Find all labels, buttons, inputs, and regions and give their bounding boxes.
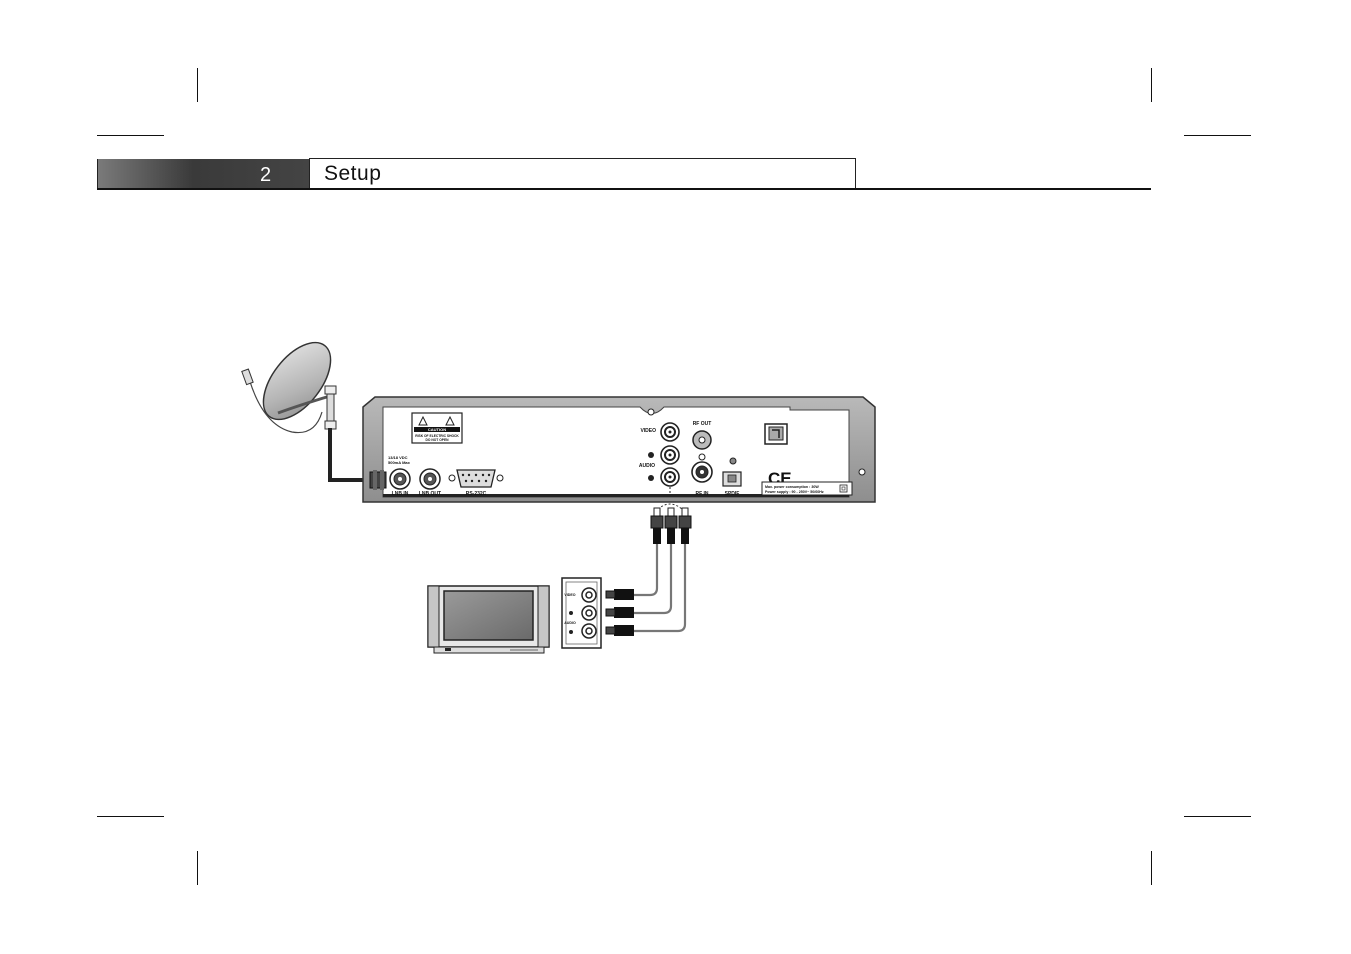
power-switch <box>764 423 788 445</box>
rf-out-label: RF OUT <box>693 421 712 427</box>
header-rule <box>97 188 1151 190</box>
power-spec-line-2: Power supply : 90 - 250V~ 50/60Hz <box>765 490 824 494</box>
tv-av-input-panel <box>561 577 602 649</box>
rf-in-port <box>691 461 713 483</box>
audio-left-rca-jack <box>660 445 680 465</box>
lnb-out-port <box>419 468 441 490</box>
crop-mark-bottom-left-vertical <box>197 851 198 885</box>
spdif-port <box>722 471 742 487</box>
rca-cable-bundle <box>632 542 687 633</box>
rf-in-label: RF IN <box>695 491 708 497</box>
audio-right-rca-jack <box>660 467 680 487</box>
crop-mark-top-left-horizontal <box>97 135 164 136</box>
caution-title: CAUTION <box>428 427 446 432</box>
rf-marker <box>698 453 706 461</box>
crop-mark-top-right-horizontal <box>1184 135 1251 136</box>
chapter-title: Setup <box>324 162 382 185</box>
plug-guide-arc <box>654 503 686 513</box>
caution-text-line-1: RISK OF ELECTRIC SHOCK <box>415 434 459 438</box>
rs232c-port <box>448 469 504 488</box>
spdif-led <box>729 457 737 465</box>
rca-plug-audio-right-tv <box>605 625 634 636</box>
crop-mark-bottom-left-horizontal <box>97 816 164 817</box>
satellite-dish <box>241 341 337 434</box>
caution-label: CAUTION RISK OF ELECTRIC SHOCK DO NOT OP… <box>411 412 463 444</box>
chapter-number: 2 <box>260 164 272 186</box>
f-connector-plug <box>369 470 387 490</box>
audio-label: AUDIO <box>639 463 655 469</box>
tv-video-label: VIDEO <box>564 593 575 597</box>
video-label: VIDEO <box>640 428 656 434</box>
tv-audio-label: AUDIO <box>564 621 576 625</box>
audio-left-marker <box>648 452 654 458</box>
chapter-tab <box>97 159 310 190</box>
rs232c-label: RS-232C <box>466 491 487 497</box>
rca-plug-audio-left-tv <box>605 607 634 618</box>
video-rca-jack <box>660 422 680 442</box>
lnb-in-port <box>389 468 411 490</box>
lnb-in-label: LNB IN <box>392 491 409 497</box>
chapter-title-box <box>309 158 856 189</box>
power-spec-label <box>761 481 853 496</box>
rca-plug-video-tv <box>605 589 634 600</box>
audio-right-marker <box>648 475 654 481</box>
spdif-label: SPDIF <box>725 491 740 497</box>
lnb-spec-line-2: 500mA Max <box>388 460 411 465</box>
crop-mark-bottom-right-horizontal <box>1184 816 1251 817</box>
crop-mark-top-right-vertical <box>1151 68 1152 102</box>
lnb-spec-line-1: 13/18 VDC <box>388 455 408 460</box>
lnb-cable <box>328 428 372 482</box>
lnb-out-label: LNB OUT <box>419 491 441 497</box>
caution-text-line-2: DO NOT OPEN <box>425 438 449 442</box>
panel-screw-right <box>858 468 866 476</box>
rca-plug-audio-right-top <box>678 507 692 544</box>
rca-plug-video-top <box>650 507 664 544</box>
panel-screw <box>647 408 655 416</box>
crop-mark-bottom-right-vertical <box>1151 851 1152 885</box>
television <box>427 585 550 654</box>
power-spec-line-1: Max. power consumption : 30W <box>765 485 819 489</box>
crop-mark-top-left-vertical <box>197 68 198 102</box>
rca-plug-audio-left-top <box>664 507 678 544</box>
rf-out-port <box>692 430 712 450</box>
